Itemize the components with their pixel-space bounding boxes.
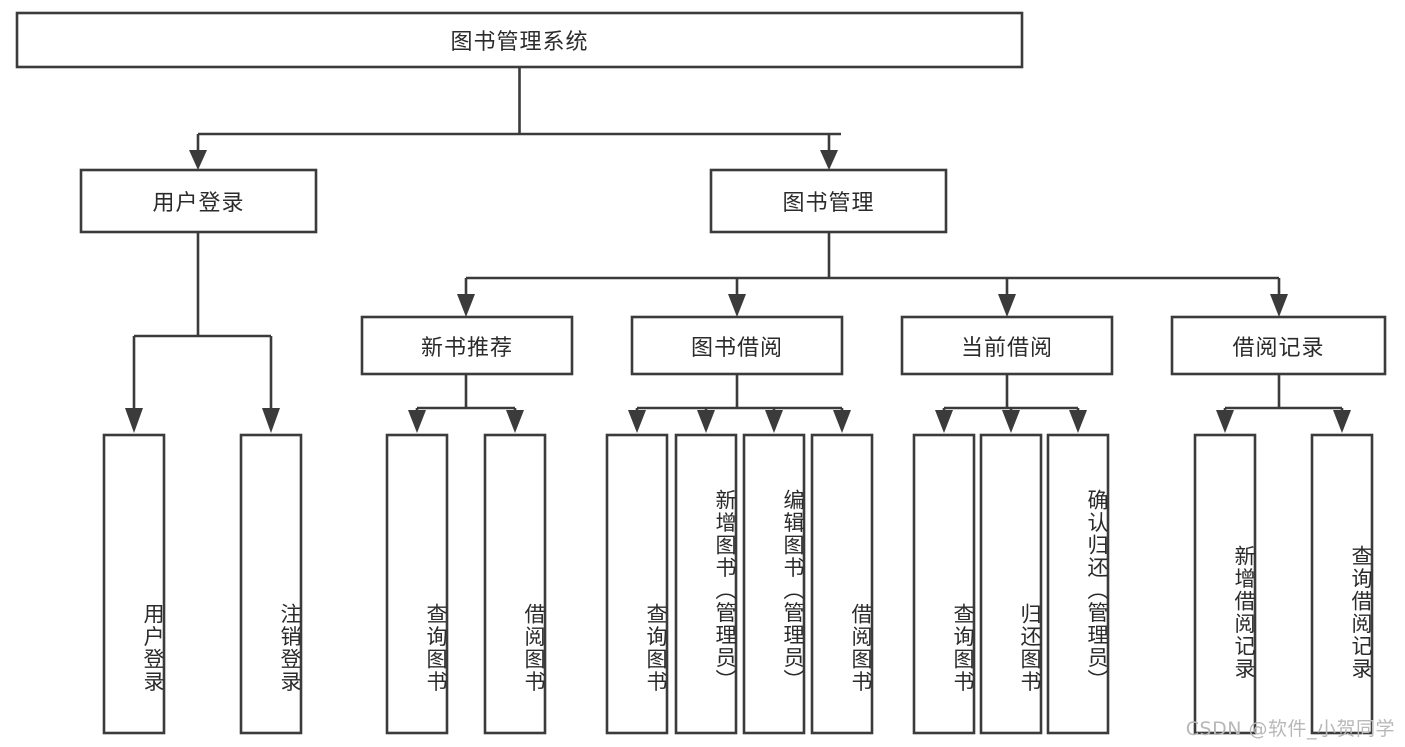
node-leaf-current-borrow-0[interactable] — [912, 433, 976, 735]
connector-group-user-login — [125, 232, 280, 433]
arrow-head-bb-2 — [697, 410, 715, 433]
node-leaf-user-login-1[interactable] — [239, 433, 303, 735]
arrow-head-user-login — [189, 150, 207, 170]
node-new-book-recommend[interactable] — [360, 315, 574, 376]
arrow-head-bm-4 — [1270, 294, 1288, 317]
arrow-head-bb-4 — [833, 410, 851, 433]
node-leaf-borrow-record-0[interactable] — [1193, 433, 1257, 735]
arrow-head-bb-3 — [765, 410, 783, 433]
node-leaf-user-login-0[interactable] — [102, 433, 166, 735]
connector-group-root — [189, 67, 841, 170]
connector-group-current-borrow — [935, 374, 1087, 433]
arrow-head-ul-1 — [125, 408, 143, 433]
node-leaf-current-borrow-1[interactable] — [979, 433, 1043, 735]
node-borrow-record[interactable] — [1170, 315, 1387, 376]
arrow-head-bb-1 — [628, 410, 646, 433]
node-root[interactable] — [15, 11, 1024, 69]
node-user-login[interactable] — [79, 168, 318, 234]
watermark-text: CSDN @软件_小贺同学 — [1185, 718, 1395, 740]
node-leaf-new-book-0[interactable] — [385, 433, 449, 735]
node-leaf-book-borrow-3[interactable] — [810, 433, 874, 735]
node-leaf-current-borrow-2[interactable] — [1046, 433, 1110, 735]
arrow-head-bm-1 — [457, 294, 475, 317]
arrow-head-cb-3 — [1069, 410, 1087, 433]
arrow-head-book-manage — [820, 150, 838, 170]
node-current-borrow[interactable] — [900, 315, 1114, 376]
arrow-head-cb-1 — [935, 410, 953, 433]
node-book-borrow[interactable] — [630, 315, 844, 376]
arrow-head-bm-2 — [728, 294, 746, 317]
node-leaf-book-borrow-0[interactable] — [605, 433, 669, 735]
connector-group-book-manage — [457, 232, 1288, 317]
node-leaf-new-book-1[interactable] — [483, 433, 547, 735]
arrow-head-ul-2 — [262, 408, 280, 433]
arrow-head-cb-2 — [1002, 410, 1020, 433]
node-leaf-book-borrow-2[interactable] — [742, 433, 806, 735]
arrow-head-bm-3 — [998, 294, 1016, 317]
node-leaf-borrow-record-1[interactable] — [1310, 433, 1374, 735]
arrow-head-br-1 — [1216, 410, 1234, 433]
connector-group-book-borrow — [628, 374, 851, 433]
arrow-head-br-2 — [1333, 410, 1351, 433]
arrow-head-nb-1 — [408, 410, 426, 433]
arrow-head-nb-2 — [506, 410, 524, 433]
connector-group-borrow-record — [1216, 374, 1351, 433]
node-leaf-book-borrow-1[interactable] — [674, 433, 738, 735]
node-book-manage[interactable] — [709, 168, 948, 234]
connector-group-new-book — [408, 374, 524, 433]
